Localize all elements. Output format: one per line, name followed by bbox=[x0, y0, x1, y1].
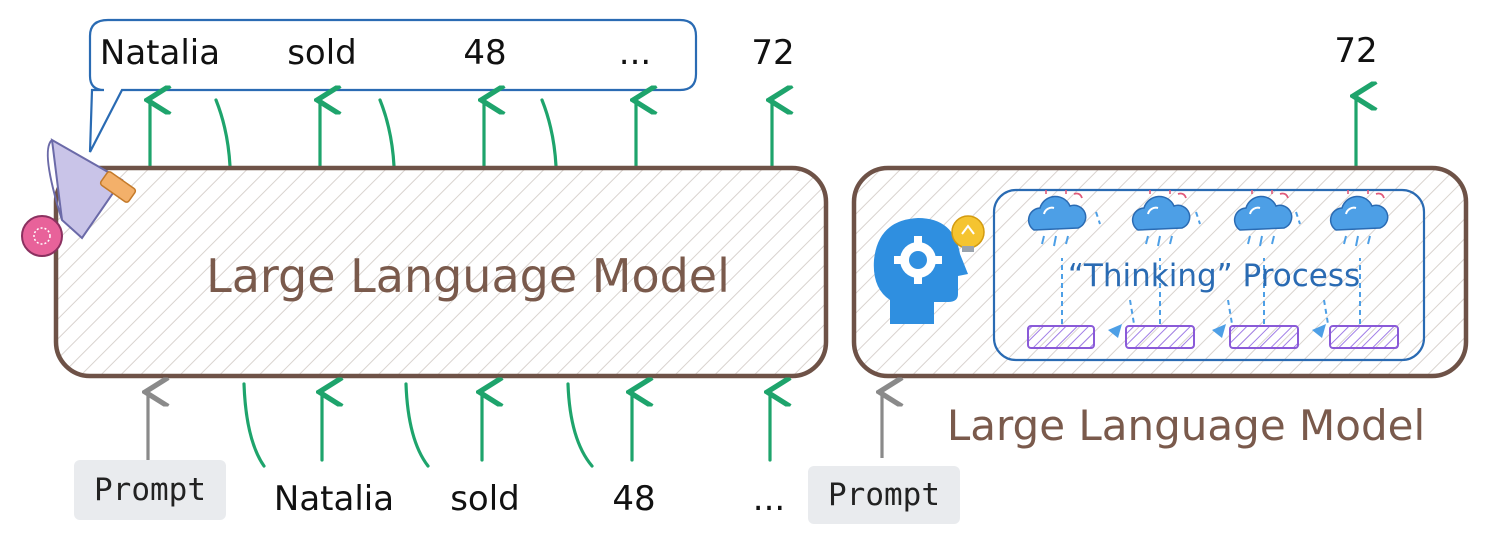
lightbulb-icon bbox=[951, 215, 985, 252]
thinking-process-box bbox=[992, 188, 1426, 362]
llm-label-right: Large Language Model bbox=[947, 401, 1425, 450]
prompt-chip-right bbox=[808, 466, 960, 524]
output-curve bbox=[214, 98, 232, 168]
thinking-token-block bbox=[1329, 325, 1399, 349]
output-token-2: sold bbox=[287, 33, 357, 73]
input-curve bbox=[566, 382, 594, 468]
input-token-4: ... bbox=[753, 479, 785, 519]
right-output-token: 72 bbox=[1334, 31, 1377, 71]
thinking-token-block bbox=[1229, 325, 1299, 349]
output-token-5: 72 bbox=[751, 33, 794, 73]
thinking-token-block bbox=[1027, 325, 1095, 349]
thinking-token-blocks bbox=[1027, 325, 1399, 349]
thinking-token-block bbox=[1125, 325, 1195, 349]
thinking-feedback-arrows bbox=[1108, 324, 1326, 338]
input-token-1: Natalia bbox=[274, 479, 394, 519]
input-arrows bbox=[148, 382, 770, 468]
output-token-4: ... bbox=[619, 33, 651, 73]
megaphone-icon bbox=[21, 138, 137, 257]
output-speech-bubble bbox=[88, 18, 698, 153]
prompt-label-right: Prompt bbox=[828, 477, 940, 513]
input-token-2: sold bbox=[450, 479, 520, 519]
input-token-3: 48 bbox=[612, 479, 655, 519]
input-curve bbox=[404, 382, 430, 468]
thinking-process-label: “Thinking” Process bbox=[1068, 258, 1360, 294]
prompt-chip-left bbox=[74, 460, 226, 520]
llm-box-right bbox=[851, 165, 1469, 379]
prompt-label-left: Prompt bbox=[94, 472, 206, 508]
input-curve bbox=[242, 382, 266, 468]
llm-label-left: Large Language Model bbox=[206, 249, 730, 303]
output-arrows bbox=[150, 98, 772, 168]
output-token-1: Natalia bbox=[100, 33, 220, 73]
output-token-3: 48 bbox=[463, 33, 506, 73]
head-gear-icon bbox=[873, 218, 968, 324]
llm-box-left bbox=[53, 165, 829, 379]
thinking-dashed-arrows bbox=[1061, 211, 1361, 325]
output-curve bbox=[378, 98, 396, 168]
output-curve bbox=[540, 98, 558, 168]
